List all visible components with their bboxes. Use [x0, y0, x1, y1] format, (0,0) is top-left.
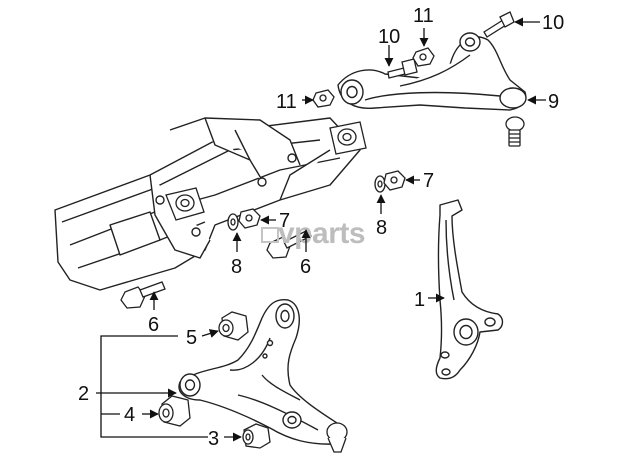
cam-washer-right [374, 175, 386, 193]
callout-7-mid: 7 [279, 210, 290, 232]
cam-bolt-left [120, 281, 166, 309]
cam-nut-mid [238, 208, 261, 229]
callout-8-right: 8 [376, 217, 387, 239]
upper-control-arm [337, 32, 527, 111]
watermark-logo: vparts [261, 217, 366, 250]
bushing-3 [242, 423, 271, 449]
cam-nut-right [383, 170, 406, 191]
callout-6-mid: 6 [300, 256, 311, 278]
upper-ball-joint [505, 116, 525, 147]
callout-4: 4 [124, 404, 135, 426]
callout-8-mid: 8 [231, 256, 242, 278]
steering-knuckle [435, 199, 504, 380]
callout-11-left: 11 [276, 91, 297, 113]
callout-5: 5 [186, 327, 197, 349]
callout-10-left: 10 [378, 26, 400, 48]
leader-lines [96, 17, 546, 442]
frame-bushing-rear [329, 121, 367, 155]
subframe [54, 117, 361, 291]
frame-bushing-front [165, 187, 205, 221]
bushing-4 [158, 395, 191, 427]
upper-bolt-mid [387, 58, 418, 79]
watermark-text: vparts [278, 217, 365, 250]
callout-10-top: 10 [542, 12, 564, 34]
callout-labels: 10 10 11 11 9 7 8 7 8 6 6 5 1 2 4 3 [78, 5, 564, 450]
cam-washer-mid [227, 213, 239, 231]
callout-11-top: 11 [413, 5, 434, 27]
callout-2: 2 [78, 383, 89, 405]
upper-nut-top [412, 47, 435, 67]
callout-3: 3 [208, 428, 219, 450]
callout-7-right: 7 [423, 170, 434, 192]
bushing-5 [218, 311, 249, 341]
upper-bolt-right [483, 11, 515, 38]
callout-6-left: 6 [148, 314, 159, 336]
lower-ball-joint [326, 422, 348, 453]
callout-1: 1 [414, 289, 425, 311]
callout-9: 9 [548, 91, 559, 113]
bracket-2 [100, 335, 208, 438]
lower-control-arm [178, 298, 346, 445]
watermark-logo-icon [261, 227, 279, 243]
arrow-5 [201, 329, 219, 338]
upper-nut-left [312, 89, 335, 108]
